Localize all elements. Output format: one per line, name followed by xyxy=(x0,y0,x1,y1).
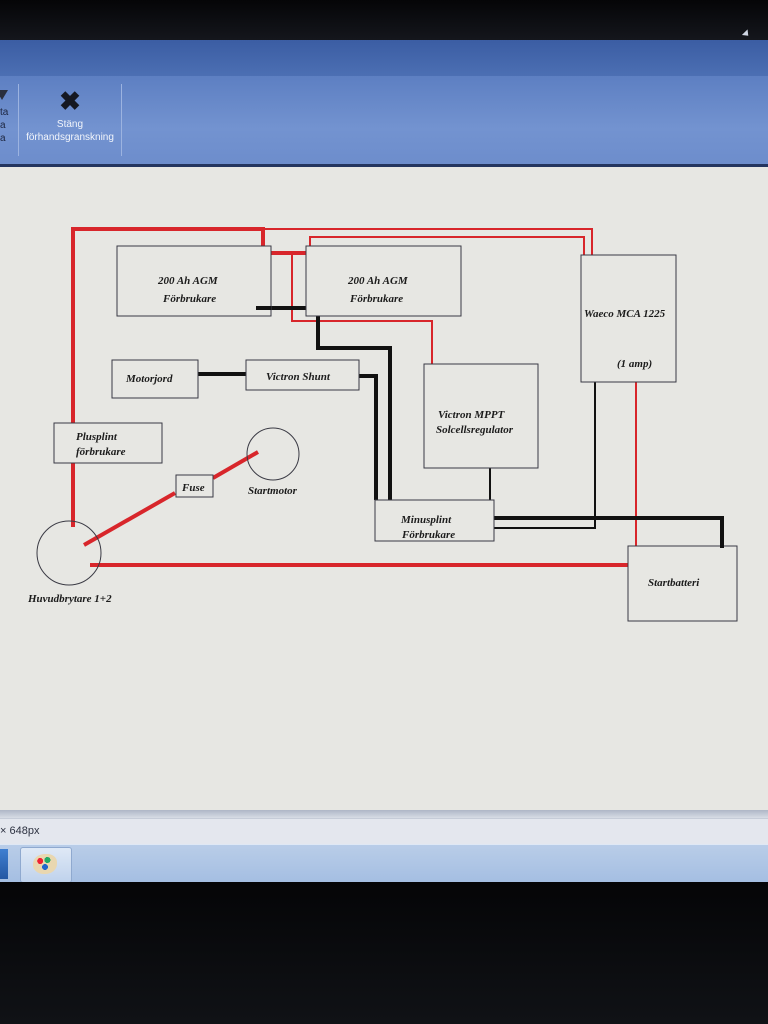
motorjord-label: Motorjord xyxy=(125,373,173,385)
monitor-bezel-top xyxy=(0,0,768,40)
wire-mppt-positive xyxy=(291,253,433,364)
positive-wires xyxy=(71,227,637,567)
mppt-line1: Victron MPPT xyxy=(438,409,506,421)
taskbar xyxy=(0,844,768,883)
fuse-box xyxy=(175,474,214,498)
paint-app-icon xyxy=(33,854,57,874)
agm1-line1: 200 Ah AGM xyxy=(157,275,219,287)
close-preview-button[interactable]: ✖ Stäng förhandsgranskning xyxy=(22,86,118,156)
ribbon-partial-button[interactable]: ta a a xyxy=(0,84,16,160)
plusplint-line2: förbrukare xyxy=(76,446,126,458)
minusplint-line2: Förbrukare xyxy=(401,529,455,541)
startbatteri-box xyxy=(627,545,738,622)
ribbon-separator xyxy=(121,84,122,156)
mppt-line2: Solcellsregulator xyxy=(436,424,514,436)
paint-taskbar-button[interactable] xyxy=(20,847,72,883)
huvudbrytare-circle xyxy=(36,520,102,586)
shunt-label: Victron Shunt xyxy=(266,371,331,383)
ribbon-partial-label-2: a xyxy=(0,120,6,131)
startmotor-label: Startmotor xyxy=(248,485,298,497)
wire-minusplint-startbatteri xyxy=(493,516,724,548)
down-arrow-icon xyxy=(0,90,8,100)
wire-shunt-minusplint xyxy=(359,374,378,500)
canvas-bottom-edge xyxy=(0,810,768,818)
huvudbrytare-label: Huvudbrytare 1+2 xyxy=(27,593,112,605)
status-bar: × 648px xyxy=(0,818,768,845)
waeco-line1: Waeco MCA 1225 xyxy=(584,308,666,320)
monitor-bezel-bottom xyxy=(0,882,768,1024)
close-preview-label: Stäng förhandsgranskning xyxy=(26,119,114,143)
fuse-label: Fuse xyxy=(181,482,205,494)
window-title-bar xyxy=(0,40,768,76)
agm1-line2: Förbrukare xyxy=(162,293,216,305)
wire-agm2-waeco xyxy=(309,236,585,255)
waeco-charger-box xyxy=(580,254,677,383)
negative-wires xyxy=(198,306,724,548)
wire-waeco-negative xyxy=(493,382,596,529)
wire-switch-fuse xyxy=(83,491,176,547)
agm-battery-2-box xyxy=(305,245,462,317)
motorjord-box xyxy=(111,359,199,399)
wire-waeco-positive xyxy=(263,228,593,255)
startmotor-circle xyxy=(246,427,300,481)
agm2-line1: 200 Ah AGM xyxy=(347,275,409,287)
plusplint-box xyxy=(53,422,163,464)
waeco-line2: (1 amp) xyxy=(617,358,652,370)
victron-mppt-box xyxy=(423,363,539,469)
minusplint-line1: Minusplint xyxy=(400,514,452,526)
ribbon-separator xyxy=(18,84,19,156)
agm2-line2: Förbrukare xyxy=(349,293,403,305)
image-size-readout: × 648px xyxy=(0,825,40,837)
ribbon-toolbar xyxy=(0,76,768,167)
close-x-icon: ✖ xyxy=(59,86,81,116)
plusplint-line1: Plusplint xyxy=(76,431,118,443)
minusplint-box xyxy=(374,499,495,542)
windows-app-icon[interactable] xyxy=(0,849,8,879)
ribbon-partial-label-3: a xyxy=(0,133,6,144)
wire-agm-negative xyxy=(256,306,392,500)
ribbon-partial-label-1: ta xyxy=(0,107,9,118)
startbatteri-label: Startbatteri xyxy=(648,577,700,589)
agm-battery-1-box xyxy=(116,245,272,317)
wire-fuse-startmotor xyxy=(211,450,260,480)
victron-shunt-box xyxy=(245,359,360,391)
